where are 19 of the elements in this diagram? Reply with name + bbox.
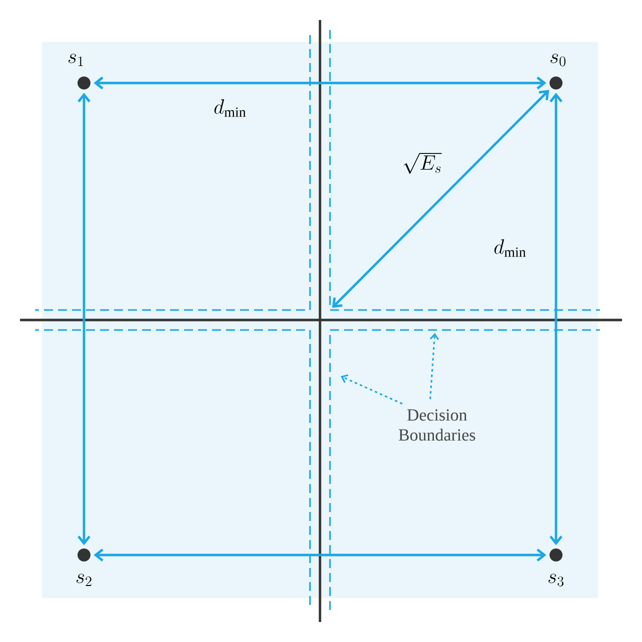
arrow bbox=[332, 90, 550, 308]
point-label: $s_2$ bbox=[76, 574, 92, 586]
leader-arrow bbox=[340, 374, 403, 404]
arrow bbox=[78, 92, 90, 546]
signal-point bbox=[78, 548, 90, 562]
annotation-text: Decision Boundaries bbox=[398, 409, 476, 441]
edge-label: $\sqrt{E_s}$ bbox=[404, 153, 442, 174]
point-label: $s_3$ bbox=[548, 574, 564, 586]
point-label: $s_1$ bbox=[68, 54, 83, 66]
edge-label: $d_{\min}$ bbox=[494, 239, 526, 257]
arrow bbox=[94, 76, 546, 90]
point-label: $s_0$ bbox=[550, 54, 566, 66]
arrow bbox=[94, 548, 546, 562]
signal-point bbox=[550, 548, 562, 562]
arrow bbox=[550, 92, 562, 546]
signal-point bbox=[550, 76, 562, 90]
leader-arrow bbox=[429, 333, 440, 400]
edge-label: $d_{\min}$ bbox=[214, 99, 246, 117]
signal-point bbox=[78, 76, 90, 90]
